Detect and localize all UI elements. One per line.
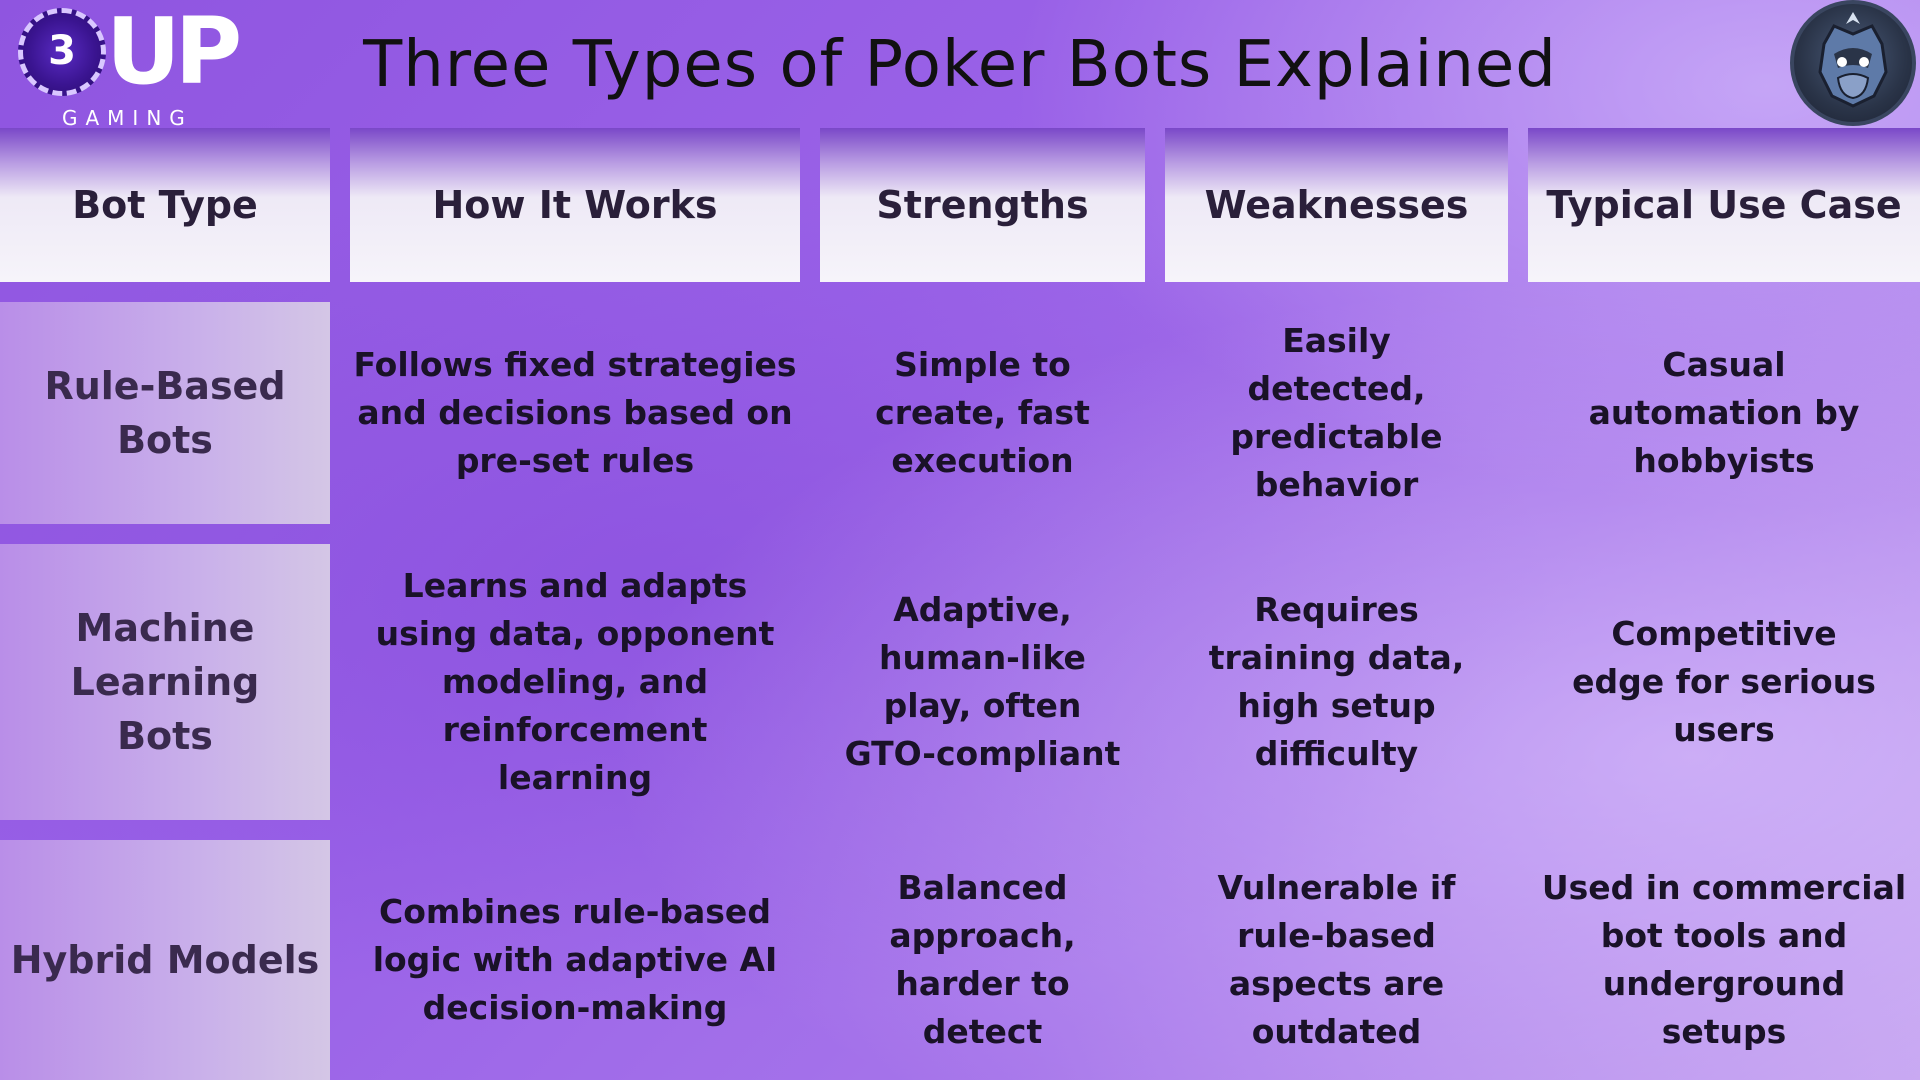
row-header-machine-learning: Machine Learning Bots [0,544,330,820]
cell-rule-based-how: Follows fixed strategies and decisions b… [353,345,797,480]
cell-hybrid-how: Combines rule-based logic with adaptive … [372,892,778,1027]
cell-machine-learning-weaknesses: Requires training data, high setup diffi… [1208,590,1465,773]
cell-rule-based-strengths: Simple to create, fast execution [875,345,1090,480]
page-title: Three Types of Poker Bots Explained [363,28,1557,102]
row-header-hybrid: Hybrid Models [0,840,330,1080]
logo-wordmark: UP [106,0,242,105]
logo-number: 3 [48,28,76,74]
cell-machine-learning-how: Learns and adapts using data, opponent m… [375,566,775,797]
header-weaknesses: Weaknesses [1165,128,1508,282]
cell-rule-based-use: Casual automation by hobbyists [1588,345,1860,480]
cell-machine-learning-use: Competitive edge for serious users [1572,614,1876,749]
logo-tagline: GAMING [62,106,193,130]
cell-hybrid-strengths: Balanced approach, harder to detect [889,868,1076,1051]
row-header-rule-based: Rule-Based Bots [0,302,330,524]
header-typical-use-case: Typical Use Case [1528,128,1920,282]
cell-hybrid-weaknesses: Vulnerable if rule-based aspects are out… [1217,868,1456,1051]
header-strengths: Strengths [820,128,1145,282]
cell-hybrid-use: Used in commercial bot tools and undergr… [1541,868,1907,1051]
header-bot-type: Bot Type [0,128,330,282]
cell-rule-based-weaknesses: Easily detected, predictable behavior [1230,321,1443,504]
poker-chip-icon [18,8,106,96]
brand-logo: 3 UP GAMING [18,0,242,130]
cell-machine-learning-strengths: Adaptive, human-like play, often GTO-com… [844,590,1121,773]
gorilla-mascot-icon [1790,0,1916,126]
bot-types-table: Bot Type How It Works Strengths Weakness… [0,128,1920,1080]
header-how-it-works: How It Works [350,128,800,282]
